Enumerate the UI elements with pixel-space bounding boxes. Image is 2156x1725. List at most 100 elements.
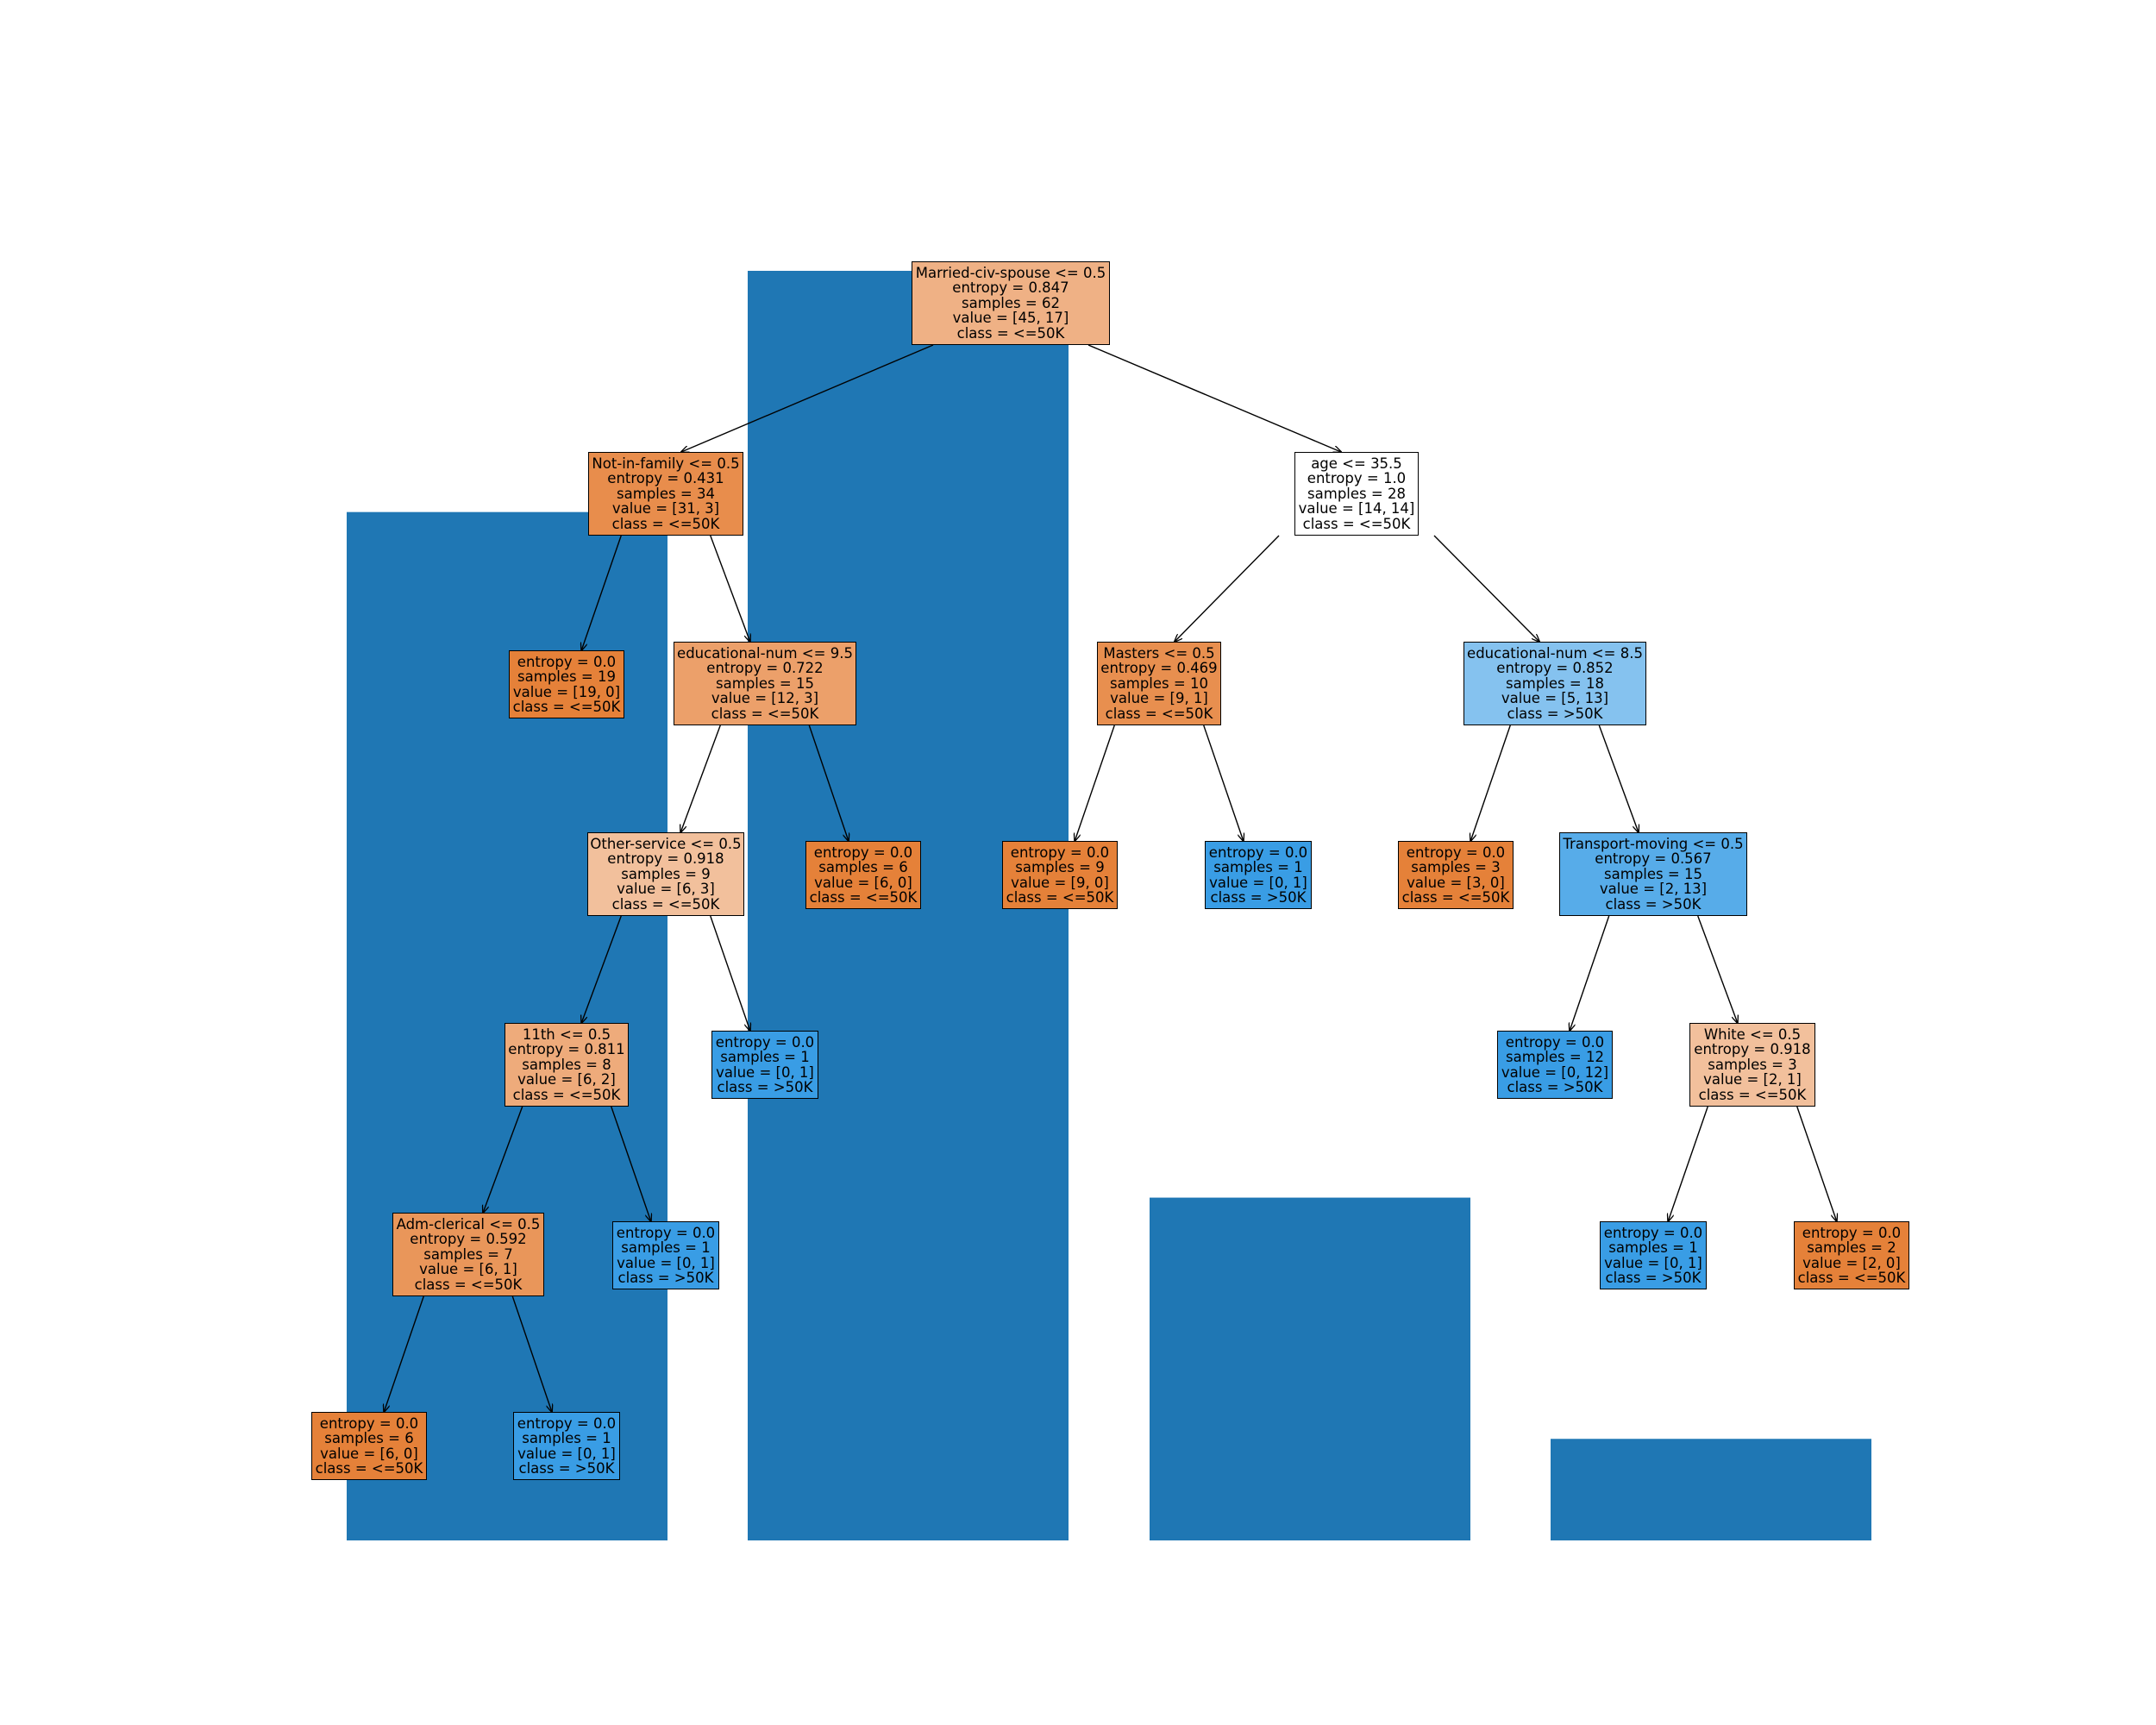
- tree-edge-arrow: [680, 724, 721, 832]
- node-text-line: entropy = 0.0: [813, 844, 913, 861]
- tree-edge-arrow: [1697, 915, 1738, 1023]
- node-text-line: value = [6, 0]: [320, 1445, 418, 1462]
- tree-edge-arrow: [1175, 535, 1280, 642]
- node-text-line: samples = 12: [1506, 1049, 1604, 1065]
- node-text-line: White <= 0.5: [1703, 1026, 1802, 1043]
- node-text-line: samples = 9: [1015, 859, 1105, 875]
- node-text-line: class = <=50K: [1401, 889, 1510, 906]
- node-text-line: 11th <= 0.5: [522, 1026, 611, 1043]
- node-text-line: samples = 9: [621, 865, 711, 882]
- node-text-line: class = >50K: [1605, 895, 1702, 913]
- node-text-line: class = >50K: [617, 1270, 714, 1286]
- node-text-line: entropy = 0.0: [1802, 1224, 1902, 1241]
- tree-edge-arrow: [483, 1106, 523, 1213]
- node-text-line: entropy = 0.0: [319, 1414, 419, 1432]
- tree-edge-arrow: [1075, 724, 1115, 841]
- node-text-line: entropy = 0.0: [517, 653, 617, 670]
- node-text-line: class = <=50K: [1302, 515, 1411, 532]
- node-text-line: Other-service <= 0.5: [590, 835, 742, 852]
- node-text-line: value = [6, 0]: [814, 874, 912, 891]
- node-text-line: entropy = 0.469: [1100, 660, 1218, 677]
- node-text-line: entropy = 0.0: [1505, 1033, 1605, 1051]
- node-text-line: samples = 1: [720, 1049, 810, 1065]
- background-bar: [1551, 1439, 1871, 1540]
- node-text-line: class = <=50K: [414, 1276, 523, 1293]
- node-text-line: entropy = 0.0: [1208, 844, 1308, 861]
- node-text-line: samples = 3: [1708, 1056, 1797, 1073]
- node-text-line: class = >50K: [1507, 705, 1603, 722]
- background-bar: [1150, 1197, 1470, 1540]
- node-text-line: samples = 6: [324, 1430, 414, 1446]
- node-text-line: samples = 62: [962, 294, 1060, 311]
- node-text-line: value = [6, 2]: [517, 1071, 616, 1088]
- node-text-line: entropy = 0.592: [410, 1231, 527, 1248]
- tree-edge-arrow: [1668, 1106, 1708, 1221]
- node-text-line: class = <=50K: [315, 1460, 423, 1477]
- tree-edge-arrow: [710, 535, 750, 642]
- tree-edge-arrow: [511, 1295, 552, 1412]
- node-text-line: value = [45, 17]: [952, 310, 1069, 327]
- node-text-line: class = <=50K: [512, 699, 621, 715]
- node-text-line: samples = 1: [1608, 1239, 1698, 1256]
- node-text-line: educational-num <= 9.5: [677, 644, 853, 662]
- node-text-line: samples = 6: [818, 859, 908, 875]
- tree-edge-arrow: [581, 915, 622, 1023]
- node-text-line: class = >50K: [518, 1460, 615, 1477]
- tree-edge-arrow: [1433, 535, 1539, 642]
- node-text-line: class = <=50K: [1797, 1270, 1906, 1286]
- node-text-line: entropy = 0.852: [1496, 660, 1614, 677]
- node-text-line: entropy = 0.0: [616, 1224, 716, 1241]
- node-text-line: Masters <= 0.5: [1103, 644, 1215, 662]
- tree-edge-arrow: [384, 1295, 424, 1412]
- node-text-line: Married-civ-spouse <= 0.5: [915, 264, 1106, 281]
- node-text-line: value = [5, 13]: [1501, 690, 1609, 707]
- node-text-line: samples = 15: [1604, 865, 1702, 882]
- tree-edges: [384, 344, 1837, 1412]
- tree-edge-arrow: [581, 535, 622, 650]
- node-text-line: value = [9, 0]: [1011, 874, 1109, 891]
- node-text-line: class = >50K: [1605, 1270, 1702, 1286]
- node-text-line: value = [9, 1]: [1110, 690, 1208, 707]
- node-text-line: value = [2, 0]: [1802, 1254, 1901, 1271]
- tree-edge-arrow: [1796, 1106, 1837, 1221]
- node-text-line: class = <=50K: [1698, 1086, 1807, 1103]
- tree-edge-arrow: [1203, 724, 1244, 841]
- node-text-line: value = [0, 1]: [716, 1063, 814, 1081]
- tree-edge-arrow: [808, 724, 849, 841]
- node-text-line: samples = 19: [517, 668, 616, 685]
- node-text-line: entropy = 0.0: [1010, 844, 1110, 861]
- node-text-line: entropy = 0.431: [607, 470, 724, 487]
- tree-edge-arrow: [611, 1106, 651, 1221]
- node-text-line: samples = 7: [423, 1245, 513, 1263]
- node-text-line: value = [31, 3]: [611, 500, 720, 518]
- node-text-line: class = >50K: [1507, 1079, 1603, 1095]
- node-text-line: value = [12, 3]: [711, 690, 819, 707]
- node-text-line: samples = 8: [522, 1056, 611, 1073]
- node-text-line: samples = 18: [1506, 674, 1604, 692]
- tree-edge-arrow: [1598, 724, 1639, 832]
- node-text-line: entropy = 0.567: [1595, 850, 1712, 868]
- node-text-line: Transport-moving <= 0.5: [1563, 835, 1744, 852]
- node-text-line: value = [0, 1]: [1604, 1254, 1702, 1271]
- tree-edge-arrow: [1570, 915, 1610, 1031]
- node-text-line: entropy = 0.918: [607, 850, 724, 868]
- node-text-line: entropy = 0.722: [706, 660, 824, 677]
- tree-edge-arrow: [710, 915, 750, 1031]
- node-text-line: class = >50K: [717, 1079, 813, 1095]
